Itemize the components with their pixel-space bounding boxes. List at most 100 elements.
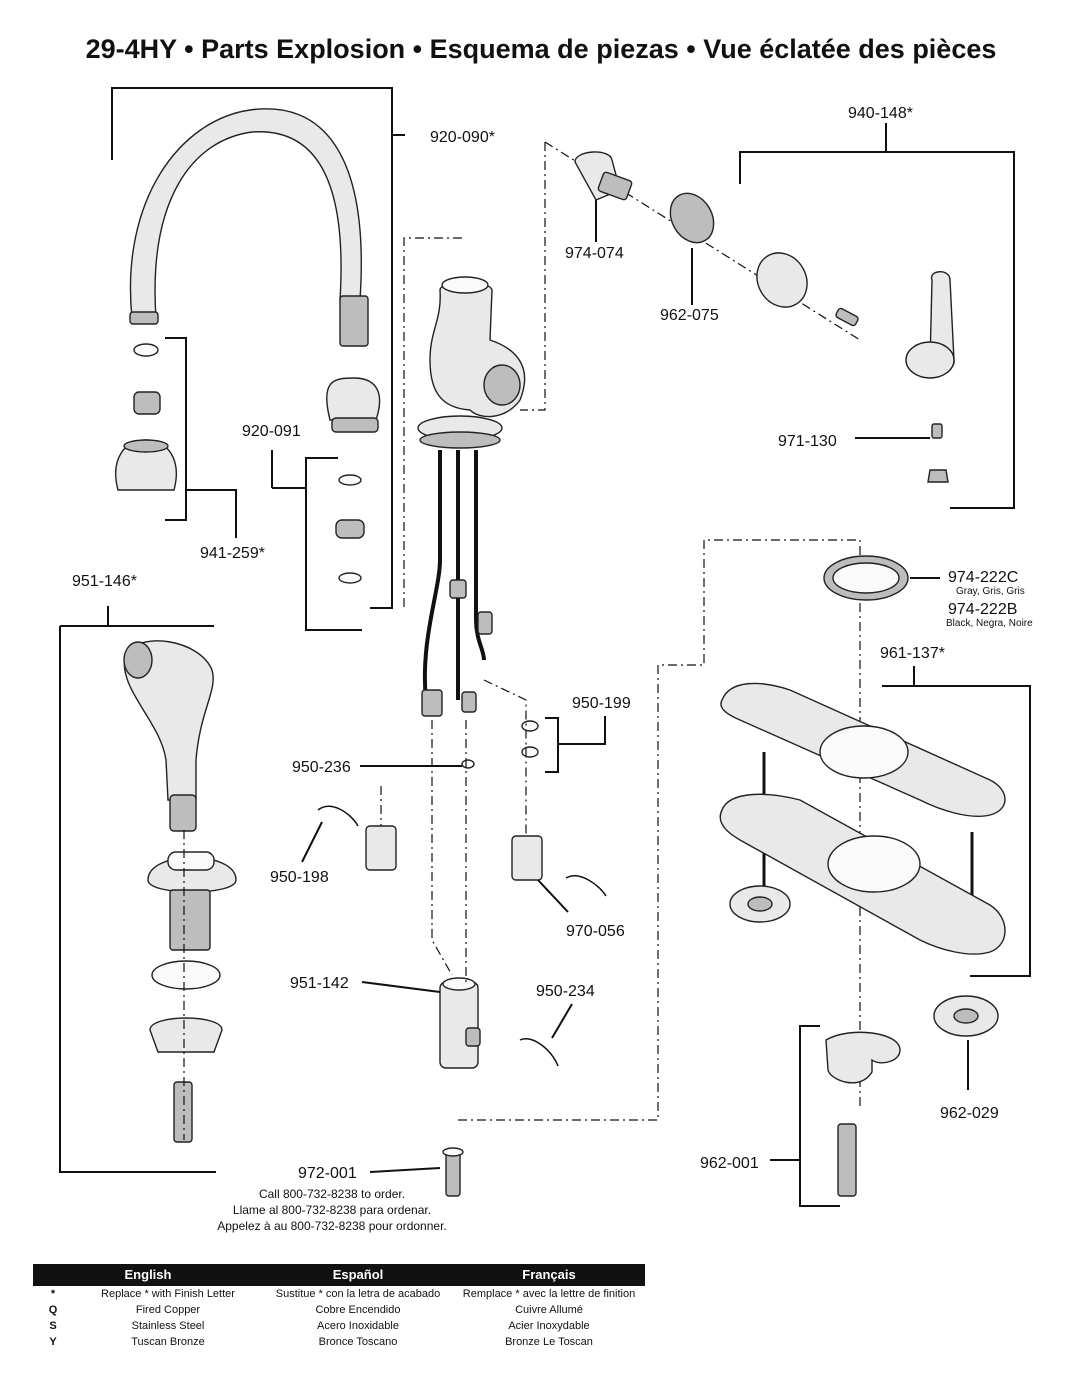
- mount-bracket: [825, 1031, 901, 1084]
- nut-962-029-hole: [953, 1008, 979, 1024]
- bracket-920-091: [271, 450, 362, 631]
- spray-stem: [169, 794, 197, 832]
- spray-head: [123, 640, 214, 801]
- label-920-090: 920-090*: [430, 129, 495, 146]
- spout-oring-1: [338, 474, 362, 486]
- diverter-top: [442, 977, 476, 991]
- clip-970-056: [565, 875, 607, 897]
- pin-972-001: [445, 1151, 461, 1197]
- page-title: 29-4HY • Parts Explosion • Esquema de pi…: [85, 34, 997, 64]
- centerline-body: [403, 237, 462, 610]
- spray-hose-end: [173, 1081, 193, 1143]
- label-962-001: 962-001: [700, 1155, 759, 1172]
- label-974-222b: 974-222B: [948, 601, 1017, 618]
- bonnet-nut: [669, 192, 715, 244]
- label-961-137: 961-137*: [880, 645, 945, 662]
- label-972-001: 972-001: [298, 1165, 357, 1182]
- aerator-insert: [133, 391, 161, 415]
- legend-code: Q: [48, 1304, 58, 1316]
- leader-970-056: [537, 879, 569, 913]
- label-950-236: 950-236: [292, 759, 351, 776]
- bracket-961-137: [882, 666, 1031, 977]
- cartridge-group: [574, 151, 955, 483]
- deck-nut-left-hole: [747, 896, 773, 912]
- lever-flange: [905, 341, 955, 379]
- pin-972-001-head: [442, 1147, 464, 1157]
- faucet-body-top: [441, 276, 489, 294]
- faucet-body-group: [417, 276, 526, 717]
- spout-bell-ring: [331, 417, 379, 433]
- clip-950-198: [317, 805, 359, 827]
- legend-fr: Bronze Le Toscan: [505, 1336, 593, 1348]
- spout-oring-2: [338, 572, 362, 584]
- label-974-222c-sub: Gray, Gris, Gris: [956, 586, 1025, 597]
- order-line-fr: Appelez à au 800-732-8238 pour ordonner.: [217, 1219, 447, 1233]
- leader-951-142: [361, 981, 441, 993]
- legend-row: S Stainless Steel Acero Inoxidable Acier…: [33, 1318, 645, 1334]
- spray-shank: [169, 889, 211, 951]
- supply-hose-left: [422, 450, 442, 701]
- spray-nozzle: [123, 641, 153, 679]
- handle-screw: [835, 307, 859, 327]
- legend-header-english: English: [124, 1267, 172, 1282]
- legend-es: Bronce Toscano: [318, 1336, 398, 1348]
- bracket-940-148: [739, 123, 1015, 509]
- label-974-074: 974-074: [565, 245, 624, 262]
- legend-header: English Español Français: [33, 1264, 645, 1286]
- supply-fitting-2: [449, 579, 467, 599]
- label-962-029: 962-029: [940, 1105, 999, 1122]
- label-951-146: 951-146*: [72, 573, 137, 590]
- spout-ring: [129, 311, 159, 325]
- legend-row: Y Tuscan Bronze Bronce Toscano Bronze Le…: [33, 1334, 645, 1350]
- handle-cap: [756, 252, 808, 308]
- order-line-en: Call 800-732-8238 to order.: [259, 1187, 405, 1201]
- aerator-washer: [133, 343, 159, 357]
- escutcheon-bottom-hole: [827, 835, 921, 893]
- spout-nut: [335, 519, 365, 539]
- legend-en: Tuscan Bronze: [131, 1336, 205, 1348]
- label-951-142: 951-142: [290, 975, 349, 992]
- legend-es: Acero Inoxidable: [317, 1320, 399, 1332]
- bracket-951-146: [59, 606, 216, 1173]
- label-971-130: 971-130: [778, 433, 837, 450]
- spout-bell-part: [325, 377, 381, 421]
- aerator-top: [123, 439, 169, 453]
- legend-fr: Cuivre Allumé: [515, 1304, 583, 1316]
- set-screw: [931, 423, 943, 439]
- side-spray-group: [123, 640, 237, 1143]
- spout-part: [129, 108, 362, 319]
- deck-plate-group: [719, 555, 1006, 1197]
- label-950-198: 950-198: [270, 869, 329, 886]
- leader-972-001: [369, 1167, 441, 1173]
- supply-fitting-1: [421, 689, 443, 717]
- spray-base-top: [167, 851, 215, 871]
- centerline-hose-left: [431, 720, 453, 976]
- label-974-222b-sub: Black, Negra, Noire: [946, 618, 1033, 629]
- label-950-199: 950-199: [572, 695, 631, 712]
- legend-es: Cobre Encendido: [315, 1304, 401, 1316]
- legend-code: Y: [49, 1336, 57, 1348]
- supply-fitting-4: [461, 691, 477, 713]
- label-950-234: 950-234: [536, 983, 595, 1000]
- oring-950-199-b: [521, 746, 539, 758]
- legend-en: Stainless Steel: [131, 1320, 205, 1332]
- legend-es: Sustitue * con la letra de acabado: [275, 1288, 441, 1300]
- fittings-group: [317, 720, 607, 1197]
- diverter-body: [439, 981, 479, 1069]
- oring-950-236: [461, 759, 475, 769]
- label-970-056: 970-056: [566, 923, 625, 940]
- legend-header-spanish: Español: [332, 1267, 384, 1282]
- legend-en: Replace * with Finish Letter: [101, 1288, 235, 1300]
- centerline-fitting-right: [483, 679, 527, 836]
- leader-950-234: [551, 1003, 573, 1039]
- spray-nut: [149, 1017, 223, 1053]
- legend-row: Q Fired Copper Cobre Encendido Cuivre Al…: [33, 1302, 645, 1318]
- centerline-body-2: [520, 142, 546, 411]
- order-line-es: Llame al 800-732-8238 para ordenar.: [233, 1203, 431, 1217]
- label-920-091: 920-091: [242, 423, 301, 440]
- label-962-075: 962-075: [660, 307, 719, 324]
- legend-row: * Replace * with Finish Letter Sustitue …: [33, 1286, 645, 1302]
- legend-header-french: Français: [522, 1267, 576, 1282]
- escutcheon-hole: [819, 725, 909, 779]
